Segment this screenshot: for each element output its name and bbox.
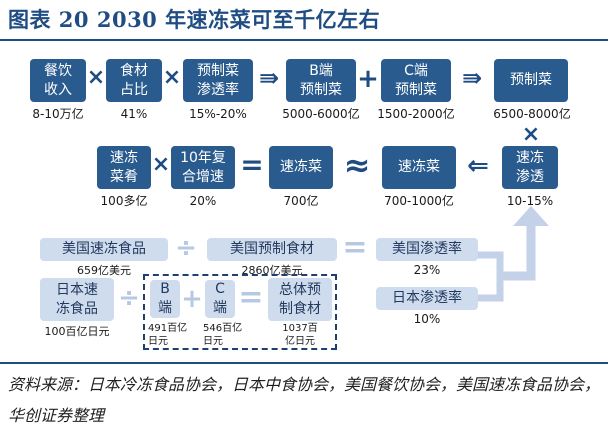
japan-c-end-value: 546百亿 日元 (203, 323, 243, 347)
equals-operator: = (238, 280, 264, 315)
japan-c-end-box: C 端 (205, 280, 235, 318)
us-prepared-ingredients-value: 2860亿美元 (241, 264, 303, 277)
plus-operator: + (357, 64, 379, 94)
prepared-dish-total-box: 预制菜 (494, 59, 568, 102)
prepared-dish-total-value: 6500-8000亿 (493, 107, 571, 121)
us-penetration-value: 23% (413, 263, 441, 277)
figure-title: 图表 20 2030 年速冻菜可至千亿左右 (8, 7, 381, 32)
ingredient-share-box: 食材 占比 (106, 59, 162, 102)
multiply-operator: × (162, 65, 182, 90)
japan-prepared-ingredients-value: 1037百 亿日元 (282, 323, 318, 347)
frozen-dish-box: 速冻菜 (269, 146, 333, 189)
penetration-connector-arrow (478, 251, 504, 302)
us-prepared-ingredients-box: 美国预制食材 (207, 238, 337, 261)
frozen-dish-estimate-value: 700-1000亿 (384, 194, 454, 208)
ingredient-share-value: 41% (120, 107, 148, 121)
penetration-arrow-head (513, 206, 549, 226)
cagr-value: 20% (189, 194, 217, 208)
japan-b-end-box: B 端 (150, 280, 180, 318)
japan-b-end-value: 491百亿 日元 (148, 323, 188, 347)
restaurant-revenue-value: 8-10万亿 (32, 107, 84, 121)
us-frozen-food-value: 659亿美元 (77, 264, 131, 277)
triple-arrow-operator: ⇛ (461, 64, 483, 92)
us-frozen-food-box: 美国速冻食品 (40, 238, 168, 261)
japan-prepared-ingredients-group (143, 274, 337, 350)
multiply-operator: × (86, 65, 106, 90)
divide-operator: ÷ (118, 283, 140, 313)
c-end-value: 1500-2000亿 (377, 107, 455, 121)
restaurant-revenue-box: 餐饮 收入 (30, 59, 86, 102)
prepared-dish-penetration-box: 预制菜 渗透率 (183, 59, 253, 102)
frozen-dishes-box: 速冻 菜肴 (97, 146, 151, 189)
triple-arrow-operator: ⇛ (258, 64, 280, 92)
equals-operator: = (240, 148, 264, 181)
penetration-rate-value: 15%-20% (189, 107, 247, 121)
frozen-penetration-box: 速冻 渗透 (502, 146, 558, 189)
source-note: 资料来源：日本冷冻食品协会，日本中食协会，美国餐饮协会，美国速冻食品协会，华创证… (8, 375, 601, 425)
japan-prepared-ingredients-box: 总体预 制食材 (268, 278, 332, 321)
equals-operator: = (342, 230, 368, 265)
divide-operator: ÷ (175, 233, 197, 263)
frozen-dishes-value: 100多亿 (100, 194, 148, 208)
japan-penetration-value: 10% (413, 312, 441, 326)
title-underline (0, 39, 608, 41)
frozen-dish-value: 700亿 (283, 194, 319, 208)
b-end-prepared-dish-box: B端 预制菜 (286, 59, 356, 102)
approx-operator: ≈ (343, 146, 371, 184)
b-end-value: 5000-6000亿 (282, 107, 360, 121)
multiply-operator: × (151, 152, 171, 177)
frozen-dish-estimate-box: 速冻菜 (382, 146, 456, 189)
source-divider (0, 362, 608, 364)
japan-frozen-food-value: 100百亿日元 (44, 325, 110, 338)
frozen-penetration-value: 10-15% (506, 194, 554, 208)
ten-year-cagr-box: 10年复 合增速 (171, 146, 235, 189)
us-penetration-box: 美国渗透率 (376, 238, 478, 261)
left-arrow-operator: ⇐ (467, 151, 489, 181)
c-end-prepared-dish-box: C端 预制菜 (381, 59, 451, 102)
japan-penetration-box: 日本渗透率 (376, 287, 478, 310)
japan-frozen-food-box: 日本速 冻食品 (40, 278, 114, 321)
multiply-operator: × (521, 122, 541, 147)
plus-operator: + (181, 284, 203, 314)
